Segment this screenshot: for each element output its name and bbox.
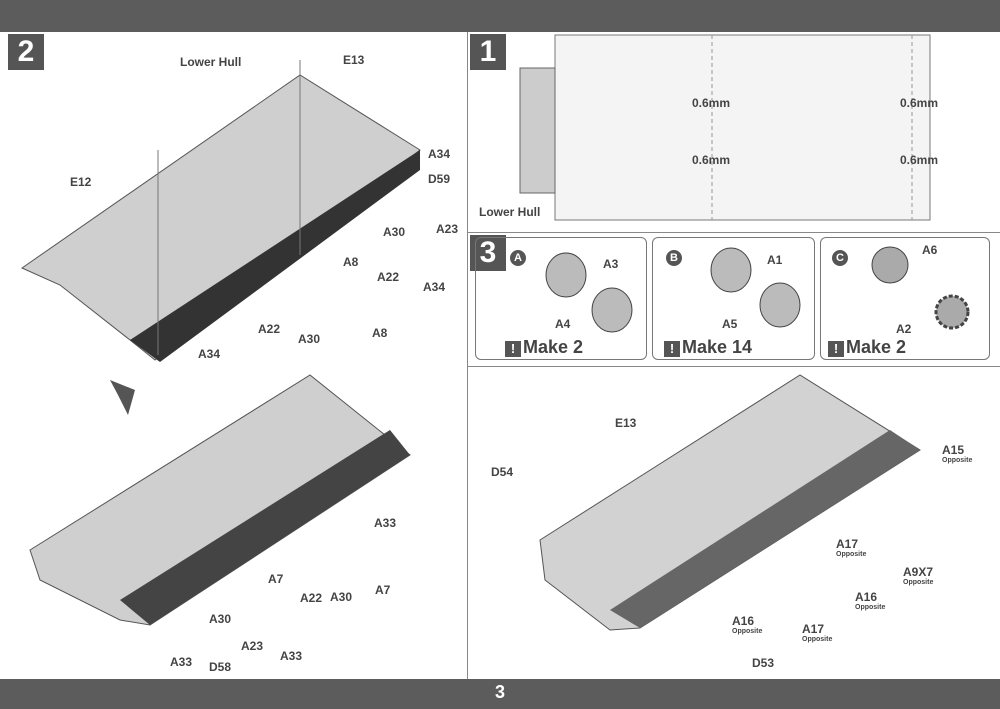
sub-step-c (820, 237, 990, 360)
make-count: !Make 14 (664, 337, 752, 358)
part-label: D54 (491, 465, 514, 479)
sub-step-letter: A (510, 250, 526, 266)
measurement-label: 0.6mm (692, 96, 731, 110)
sub-step-letter: C (832, 250, 848, 266)
page-number: 3 (494, 682, 505, 702)
step-2-badge: 2 (8, 34, 44, 70)
part-label: D53 (752, 656, 775, 670)
bottom-bar (0, 679, 1000, 709)
divider (467, 366, 1000, 367)
step-1-badge: 1 (470, 34, 506, 70)
part-label: D58 (209, 660, 232, 674)
part-label: Lower Hull (180, 55, 242, 69)
part-label: A8 (343, 255, 359, 269)
part-label: A22 (300, 591, 323, 605)
part-label: A23 (436, 222, 459, 236)
part-label: A30 (330, 590, 353, 604)
part-label: A22 (258, 322, 281, 336)
part-label: E12 (70, 175, 92, 189)
lower-hull-drawing (20, 74, 421, 361)
sub-step-b (652, 237, 815, 360)
exclamation-icon: ! (664, 341, 680, 357)
part-label: A30 (383, 225, 406, 239)
part-label: A5 (722, 317, 738, 331)
part-label: A4 (555, 317, 571, 331)
part-label: A30 (209, 612, 232, 626)
part-label: A6 (922, 243, 938, 257)
part-label: Lower Hull (479, 205, 541, 219)
part-label: A3 (603, 257, 619, 271)
divider (467, 32, 468, 679)
exclamation-icon: ! (828, 341, 844, 357)
lower-hull-drawing (29, 374, 411, 626)
make-count: !Make 2 (828, 337, 906, 358)
part-label: A33 (374, 516, 397, 530)
part-label: A8 (372, 326, 388, 340)
part-label: A34 (423, 280, 446, 294)
part-label: A33 (280, 649, 303, 663)
part-label: A1 (767, 253, 783, 267)
part-label: A23 (241, 639, 264, 653)
part-label: E13 (343, 53, 365, 67)
measurement-label: 0.6mm (900, 96, 939, 110)
part-label: E13 (615, 416, 637, 430)
top-bar (0, 0, 1000, 32)
part-label: A34 (428, 147, 451, 161)
part-label: A34 (198, 347, 221, 361)
arrow-icon (110, 380, 135, 415)
measurement-label: 0.6mm (692, 153, 731, 167)
step-3-badge: 3 (470, 235, 506, 271)
exclamation-icon: ! (505, 341, 521, 357)
part-label: A33 (170, 655, 193, 669)
part-label: A22 (377, 270, 400, 284)
part-label: A7 (268, 572, 284, 586)
make-count: !Make 2 (505, 337, 583, 358)
sub-step-a (475, 237, 647, 360)
part-label: A2 (896, 322, 912, 336)
part-label: D59 (428, 172, 451, 186)
divider (467, 232, 1000, 233)
measurement-label: 0.6mm (900, 153, 939, 167)
part-label: A7 (375, 583, 391, 597)
sub-step-letter: B (666, 250, 682, 266)
part-label: A30 (298, 332, 321, 346)
